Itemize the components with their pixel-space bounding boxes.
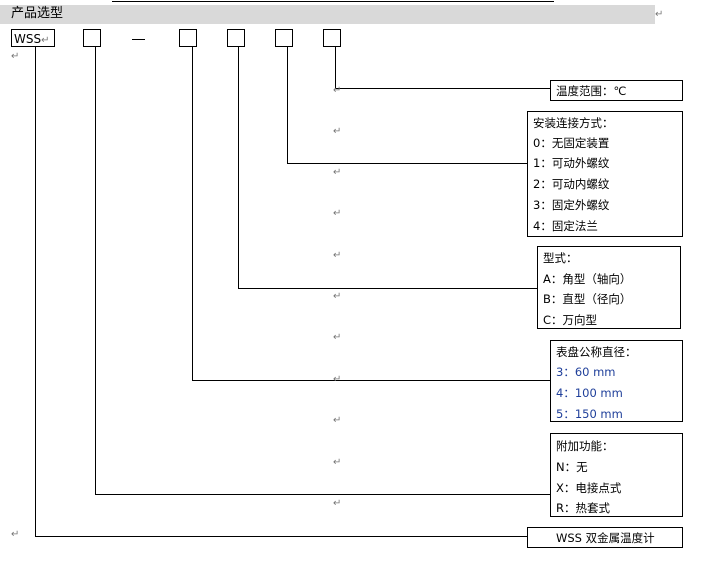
- temperature-range-box: 温度范围：℃: [550, 80, 683, 101]
- paragraph-mark: ↵: [333, 332, 342, 343]
- dial-option-5: 5：150 mm: [556, 407, 623, 421]
- heading-band: [0, 5, 655, 24]
- type-title: 型式：: [543, 251, 578, 265]
- mounting-title: 安装连接方式：: [533, 116, 614, 130]
- paragraph-mark: ↵: [41, 35, 50, 46]
- model-code-label: WSS: [14, 32, 42, 46]
- option-slot-mounting[interactable]: [275, 29, 293, 47]
- mounting-box: 安装连接方式： 0：无固定装置 1：可动外螺纹 2：可动内螺纹 3：固定外螺纹 …: [527, 111, 683, 237]
- dial-option-3: 3：60 mm: [556, 365, 616, 379]
- extra-function-title: 附加功能：: [556, 439, 614, 453]
- option-slot-extra[interactable]: [83, 29, 101, 47]
- paragraph-mark: ↵: [333, 250, 342, 261]
- paragraph-mark: ↵: [333, 415, 342, 426]
- mounting-option-4: 4：固定法兰: [533, 219, 598, 233]
- top-rule: [112, 0, 554, 2]
- paragraph-mark: ↵: [333, 208, 342, 219]
- mounting-option-3: 3：固定外螺纹: [533, 198, 610, 212]
- mounting-option-0: 0：无固定装置: [533, 136, 610, 150]
- page-title: 产品选型: [11, 6, 64, 21]
- product-name-box: WSS 双金属温度计: [527, 527, 683, 548]
- dial-option-4: 4：100 mm: [556, 386, 623, 400]
- type-box: 型式： A：角型（轴向） B：直型（径向） C：万向型: [537, 246, 681, 329]
- mounting-option-2: 2：可动内螺纹: [533, 177, 610, 191]
- extra-option-r: R：热套式: [556, 501, 610, 515]
- separator-dash: [132, 39, 145, 40]
- paragraph-mark: ↵: [11, 529, 20, 540]
- product-name-label: WSS 双金属温度计: [556, 531, 655, 545]
- paragraph-mark: ↵: [333, 374, 342, 385]
- paragraph-mark: ↵: [11, 51, 20, 62]
- extra-function-box: 附加功能： N：无 X：电接点式 R：热套式: [550, 433, 683, 517]
- extra-option-n: N：无: [556, 460, 588, 474]
- paragraph-mark: ↵: [333, 457, 342, 468]
- paragraph-mark: ↵: [655, 9, 664, 20]
- extra-option-x: X：电接点式: [556, 481, 622, 495]
- dial-diameter-box: 表盘公称直径： 3：60 mm 4：100 mm 5：150 mm: [550, 340, 683, 422]
- mounting-option-1: 1：可动外螺纹: [533, 156, 610, 170]
- dial-diameter-title: 表盘公称直径：: [556, 345, 637, 359]
- paragraph-mark: ↵: [333, 167, 342, 178]
- type-option-c: C：万向型: [543, 313, 598, 327]
- paragraph-mark: ↵: [333, 126, 342, 137]
- model-code-box[interactable]: WSS↵: [11, 29, 55, 47]
- type-option-a: A：角型（轴向）: [543, 272, 632, 286]
- option-slot-type[interactable]: [227, 29, 245, 47]
- paragraph-mark: ↵: [333, 498, 342, 509]
- type-option-b: B：直型（径向）: [543, 292, 632, 306]
- paragraph-mark: ↵: [333, 85, 342, 96]
- option-slot-temperature[interactable]: [323, 29, 341, 47]
- temperature-range-label: 温度范围：℃: [556, 84, 627, 98]
- paragraph-mark: ↵: [333, 291, 342, 302]
- option-slot-dial[interactable]: [179, 29, 197, 47]
